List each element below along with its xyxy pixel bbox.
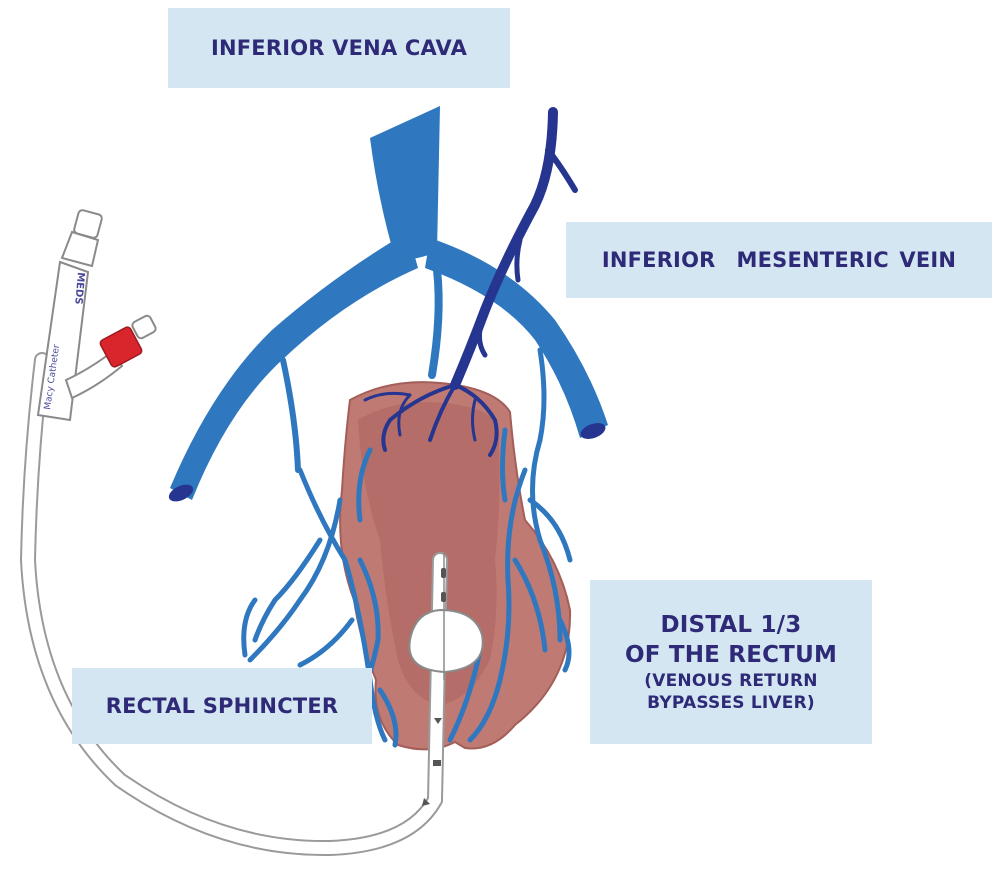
label-inferior-mesenteric-vein: INFERIOR MESENTERIC VEIN [566, 222, 992, 298]
vena-cava-left-branch [170, 232, 418, 500]
vena-cava-right-branch [425, 238, 608, 438]
label-text: INFERIOR MESENTERIC VEIN [601, 248, 957, 272]
label-inferior-vena-cava: INFERIOR VENA CAVA [168, 8, 510, 88]
label-line-1: DISTAL 1/3 [660, 612, 802, 638]
catheter-balloon [408, 608, 484, 674]
catheter-device-icon: MEDS Macy Catheter [19, 209, 484, 857]
label-rectal-sphincter: RECTAL SPHINCTER [72, 668, 372, 744]
label-line-4: BYPASSES LIVER) [647, 693, 815, 713]
label-text: RECTAL SPHINCTER [105, 694, 339, 718]
label-line-2: OF THE RECTUM [624, 642, 838, 668]
catheter-hub [36, 260, 90, 422]
vena-cava-vessel-icon [168, 106, 608, 502]
label-text: INFERIOR VENA CAVA [210, 36, 468, 60]
rectum-organ-icon [339, 381, 572, 751]
mesenteric-vein-main [450, 107, 558, 390]
label-distal-third-rectum: DISTAL 1/3 OF THE RECTUM (VENOUS RETURN … [590, 580, 872, 744]
catheter-brand-text: MEDS [72, 272, 86, 305]
label-line-3: (VENOUS RETURN [644, 671, 818, 691]
catheter-red-valve [99, 326, 143, 368]
vena-cava-trunk [370, 106, 440, 260]
mesenteric-vein-icon [363, 107, 578, 457]
